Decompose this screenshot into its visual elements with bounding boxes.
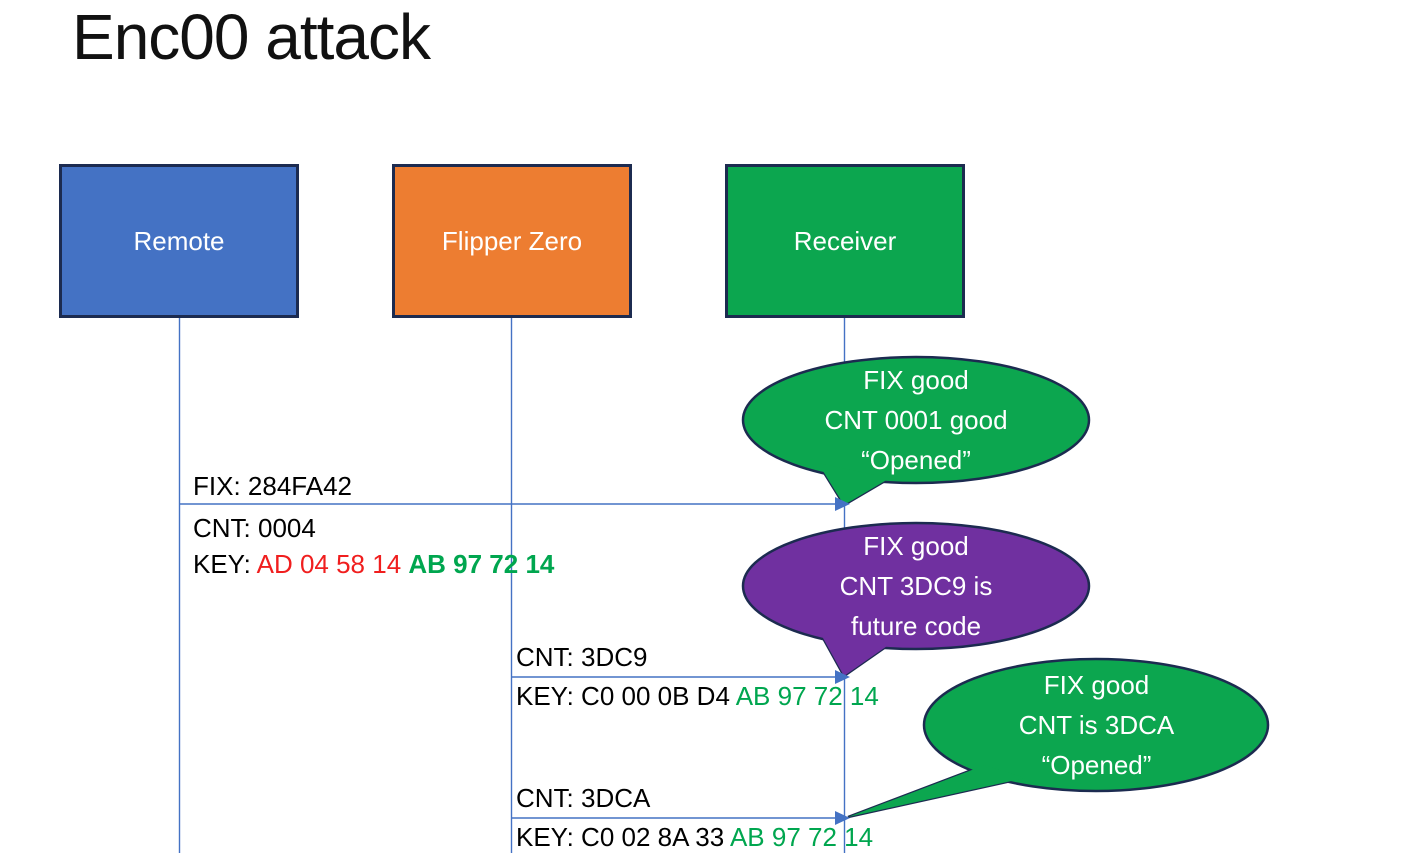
callout-1-line-3: “Opened” [861,445,971,475]
message-2-key-green-bytes: AB 97 72 14 [735,681,879,711]
callout-3-bubble [922,657,1270,793]
actor-box-remote: Remote [59,164,299,318]
actor-label-receiver: Receiver [793,225,897,256]
callout-2-line-1: FIX good [863,531,969,561]
callout-1-line-1: FIX good [863,365,969,395]
message-2-key-prefix: KEY: C0 00 0B D4 [516,681,736,711]
message-arrow-2-head [835,670,850,684]
message-arrow-3-head [835,811,850,825]
message-1-key-green-bytes: AB 97 72 14 [408,549,555,579]
actor-box-receiver: Receiver [725,164,965,318]
callout-2-tail-fill [818,629,890,676]
callout-3-line-3: “Opened” [1041,750,1152,780]
message-2-key-label: KEY: C0 00 0B D4 AB 97 72 14 [516,681,879,712]
callout-2-line-2: CNT 3DC9 is [839,571,993,601]
callout-2-line-3: future code [850,611,982,641]
message-1-fix-label: FIX: 284FA42 [193,471,352,501]
slide-title: Enc00 attack [72,1,431,73]
message-3-key-green-bytes: AB 97 72 14 [729,822,874,852]
message-3-cnt-label: CNT: 3DCA [516,783,651,813]
message-1-cnt-label: CNT: 0004 [193,513,316,543]
callout-1-text: FIX good CNT 0001 good “Opened” [743,358,1089,482]
message-1-key-label: KEY: AD 04 58 14 AB 97 72 14 [193,549,554,580]
actor-box-flipper-zero: Flipper Zero [392,164,632,318]
callout-3-tail-fill [848,765,1025,817]
message-arrow-1-head [835,497,850,511]
callout-3-line-2: CNT is 3DCA [1018,710,1175,740]
actor-label-remote: Remote [133,225,225,256]
callout-1-tail-fill [818,463,890,505]
callout-2-bubble [741,521,1091,651]
callout-3-line-1: FIX good [1043,670,1150,700]
callout-3-text: FIX good CNT is 3DCA “Opened” [925,660,1268,790]
message-2-cnt-label: CNT: 3DC9 [516,642,648,672]
message-1-key-prefix: KEY: [193,549,257,579]
callout-2-text: FIX good CNT 3DC9 is future code [743,524,1089,648]
callout-1-line-2: CNT 0001 good [824,405,1008,435]
callout-1-bubble [741,355,1091,485]
message-1-key-red-bytes: AD 04 58 14 [256,549,409,579]
message-3-key-prefix: KEY: C0 02 8A 33 [516,822,730,852]
message-3-key-label: KEY: C0 02 8A 33 AB 97 72 14 [516,822,873,853]
actor-label-flipper-zero: Flipper Zero [441,225,583,256]
